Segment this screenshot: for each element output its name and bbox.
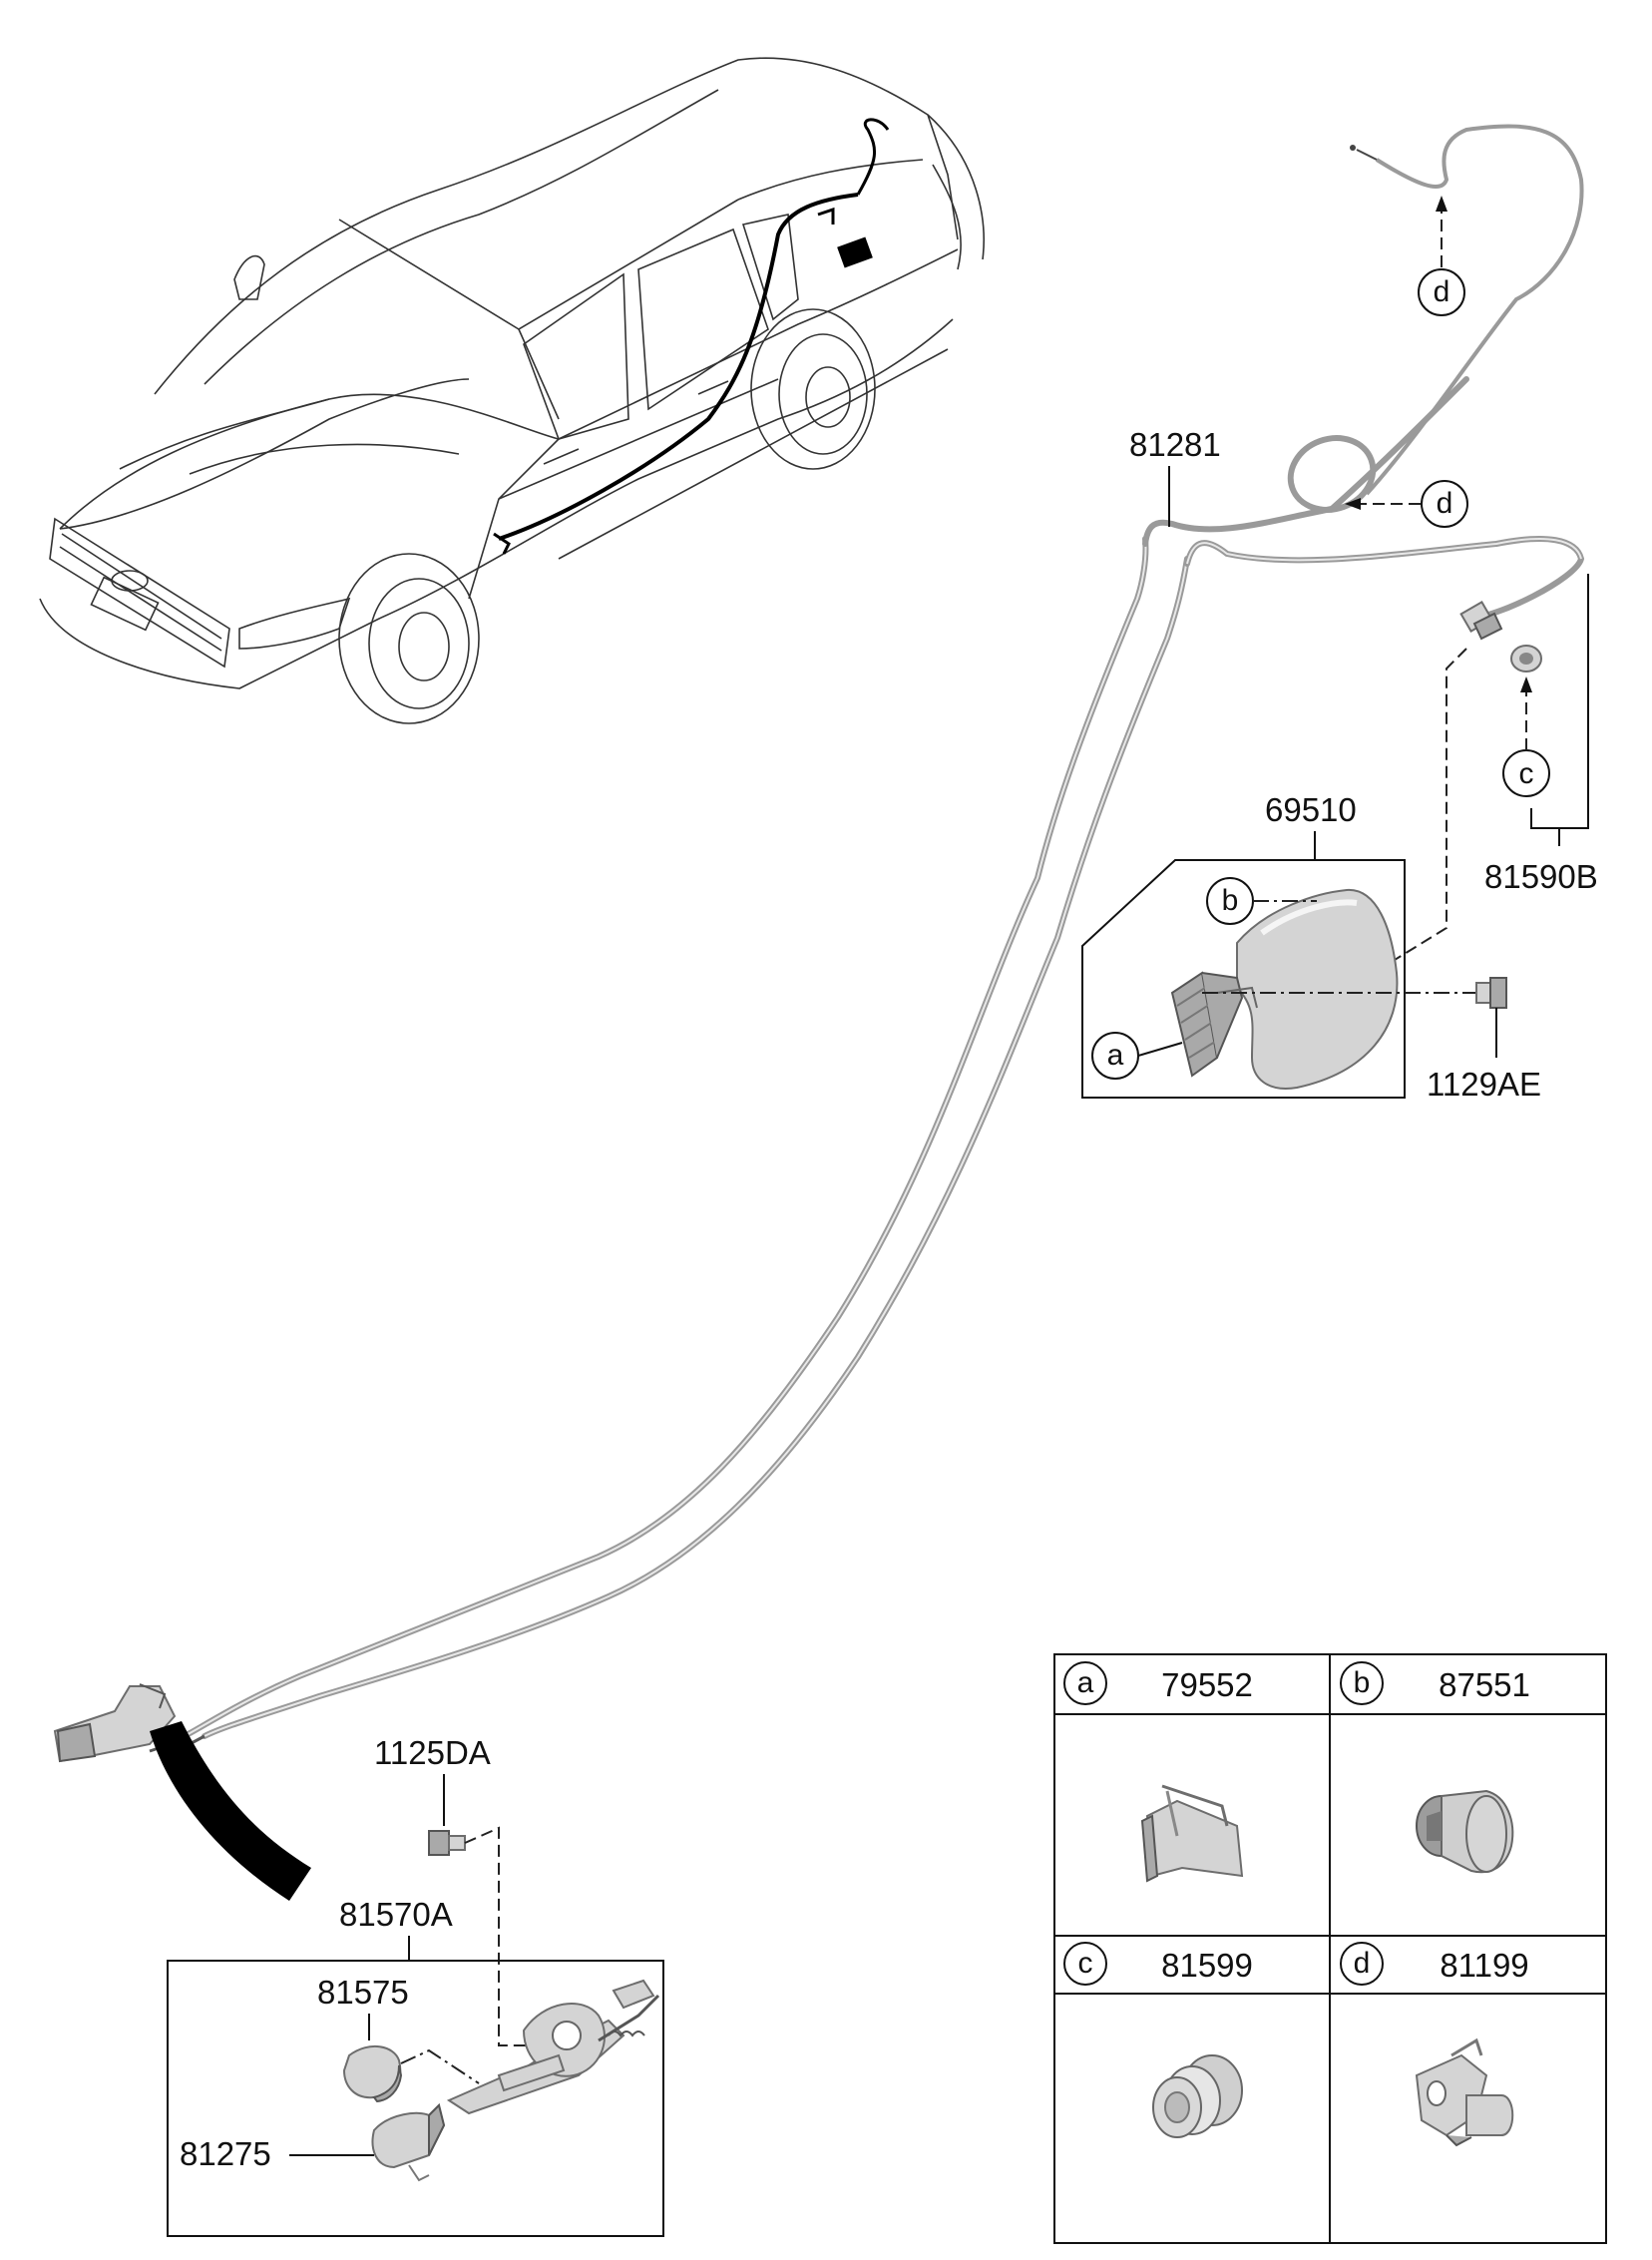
fuel-filler-door-icon [1170, 888, 1399, 1090]
release-cable [149, 124, 1585, 1753]
bumper-87551-icon [1416, 1789, 1514, 1874]
callout-b: b [1206, 877, 1317, 925]
lever-assembly-box [167, 1960, 664, 2237]
grommet-81599-icon [1152, 2054, 1243, 2138]
clip-79552-icon [1140, 1784, 1244, 1883]
letter-b: b [1222, 884, 1239, 917]
handle-81275 [371, 2103, 446, 2182]
legend-part-d: 81199 [1440, 1947, 1528, 1984]
parts-legend-table: a 79552 b 87551 c 81599 d 81199 [1053, 1653, 1607, 2244]
callout-81275: 81275 [180, 2135, 271, 2172]
callout-c: c [1502, 677, 1550, 797]
clip-81199-icon [1415, 2037, 1514, 2147]
fuel-door-box [1081, 859, 1406, 1099]
letter-c: c [1519, 757, 1534, 790]
fuel-door-actuator [1459, 600, 1503, 641]
letter-d-lower: d [1437, 487, 1453, 520]
lever-mechanism [446, 1979, 660, 2115]
legend-part-b: 87551 [1439, 1666, 1530, 1703]
sedan-outline-icon [39, 57, 985, 724]
callout-69510: 69510 [1265, 791, 1357, 828]
callout-1125da: 1125DA [374, 1734, 491, 1771]
callout-a: a [1091, 1032, 1183, 1080]
legend-letter-a: a [1077, 1666, 1094, 1699]
callout-81590b: 81590B [1484, 858, 1598, 895]
callout-d-upper: d [1418, 196, 1465, 316]
fuel-door-release-lever-icon [53, 1683, 177, 1763]
callout-1129ae: 1129AE [1427, 1066, 1541, 1103]
callout-d-lower: d [1345, 480, 1468, 528]
letter-a: a [1107, 1039, 1124, 1072]
legend-letter-b: b [1354, 1666, 1371, 1699]
bolt-1125da [428, 1830, 466, 1856]
letter-d-upper: d [1434, 275, 1450, 308]
callout-81575: 81575 [317, 1974, 409, 2011]
bolt-1129ae [1475, 977, 1507, 1009]
legend-letter-c: c [1078, 1947, 1093, 1980]
legend-letter-d: d [1354, 1947, 1371, 1980]
grommet-c-part [1510, 645, 1542, 673]
callout-81570a: 81570A [339, 1896, 453, 1933]
knob-81575 [342, 2044, 403, 2103]
legend-part-a: 79552 [1161, 1666, 1253, 1703]
legend-part-c: 81599 [1161, 1947, 1253, 1984]
callout-81281: 81281 [1129, 426, 1221, 463]
